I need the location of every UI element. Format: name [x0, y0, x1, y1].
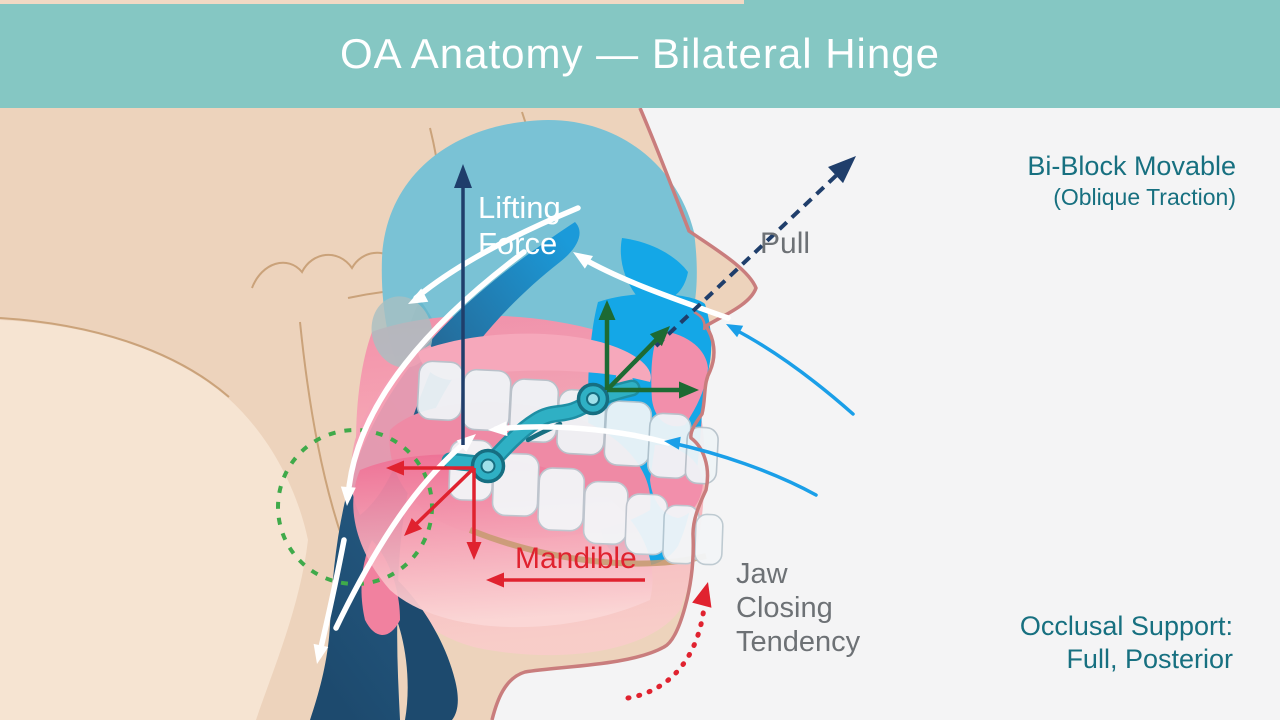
bi-block-label: Bi-Block Movable (Oblique Traction) — [1027, 151, 1236, 210]
epiglottis-branch — [388, 575, 458, 720]
title-bar: OA Anatomy — Bilateral Hinge — [0, 0, 1280, 108]
airflow-arrows — [664, 324, 855, 497]
page-title: OA Anatomy — Bilateral Hinge — [340, 30, 940, 77]
mandible-force-vectors — [386, 460, 645, 588]
upper-lip — [651, 330, 708, 427]
hinge-appliance — [441, 379, 641, 484]
top-strip — [0, 0, 744, 4]
jaw-closing-label: Jaw Closing Tendency — [736, 558, 861, 658]
pull-label: Pull — [760, 227, 811, 260]
pull-arrow — [654, 156, 856, 348]
lifting-force-label: Lifting Force — [478, 190, 561, 261]
jaw-closing-arrow — [625, 582, 712, 701]
occlusal-support-label: Occlusal Support: Full, Posterior — [1019, 611, 1233, 674]
face-profile-line — [490, 107, 758, 720]
mandible-label: Mandible — [515, 542, 637, 575]
white-flow-arrowheads — [313, 252, 594, 664]
traction-force-vectors — [598, 300, 699, 399]
background-right — [492, 108, 1280, 720]
background-under-jaw — [0, 320, 308, 720]
lifting-force-arrow — [454, 164, 472, 445]
nostril-line — [693, 310, 706, 331]
white-flow-arrows — [316, 205, 731, 659]
